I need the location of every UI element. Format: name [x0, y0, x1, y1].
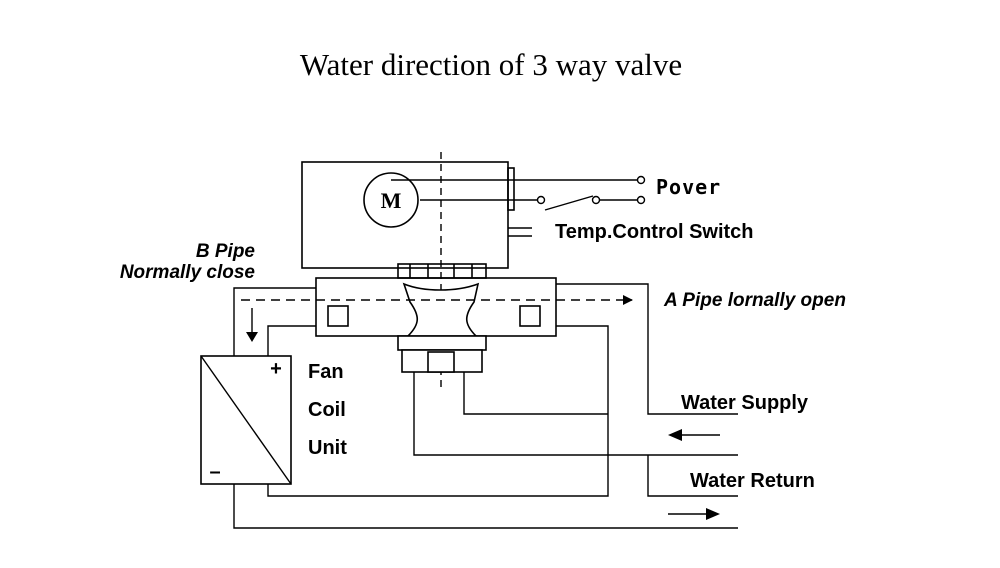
plus-sign: + — [270, 358, 282, 380]
fan-coil-box — [200, 355, 292, 485]
switch-terminal-left — [536, 195, 546, 205]
fan-coil-unit: + – — [200, 355, 292, 485]
valve-lower-flange — [397, 335, 487, 351]
unit-label: Unit — [308, 437, 347, 459]
b-pipe-sublabel: Normally close — [120, 262, 256, 283]
power-label: Pover — [656, 175, 721, 199]
b-pipe-label: B Pipe — [196, 241, 256, 262]
fan-coil-diagonal — [200, 355, 292, 485]
coil-label: Coil — [308, 399, 346, 421]
switch-terminal-right — [591, 195, 601, 205]
switch-blade — [544, 195, 594, 211]
water-supply-label: Water Supply — [681, 392, 809, 414]
motor-label: M — [381, 188, 402, 213]
wiring — [391, 175, 646, 211]
flow-arrows — [668, 429, 720, 520]
power-terminal-top — [636, 175, 646, 185]
b-port-window — [327, 305, 349, 327]
b-pipe-down-arrow — [246, 332, 258, 342]
valve-center-port — [427, 351, 455, 373]
motor: M — [363, 172, 419, 228]
valve-plug — [402, 282, 480, 337]
valve-body — [315, 263, 557, 373]
water-return-label: Water Return — [690, 470, 815, 492]
actuator-terminal — [507, 167, 515, 211]
supply-return-piping — [233, 372, 738, 529]
b-pipe — [233, 287, 316, 356]
a-pipe-piping — [267, 283, 738, 497]
page-title: Water direction of 3 way valve — [300, 47, 682, 82]
water-supply-arrow — [668, 429, 682, 441]
actuator — [301, 161, 532, 269]
motor-icon — [363, 172, 419, 228]
actuator-housing — [301, 161, 509, 269]
water-return-arrow — [706, 508, 720, 520]
fan-label: Fan — [308, 361, 344, 383]
minus-sign: – — [209, 461, 220, 483]
a-port-window — [519, 305, 541, 327]
power-terminal-bottom — [636, 195, 646, 205]
temp-switch-label: Temp.Control Switch — [555, 221, 754, 243]
a-pipe-label: A Pipe lornally open — [663, 290, 846, 311]
